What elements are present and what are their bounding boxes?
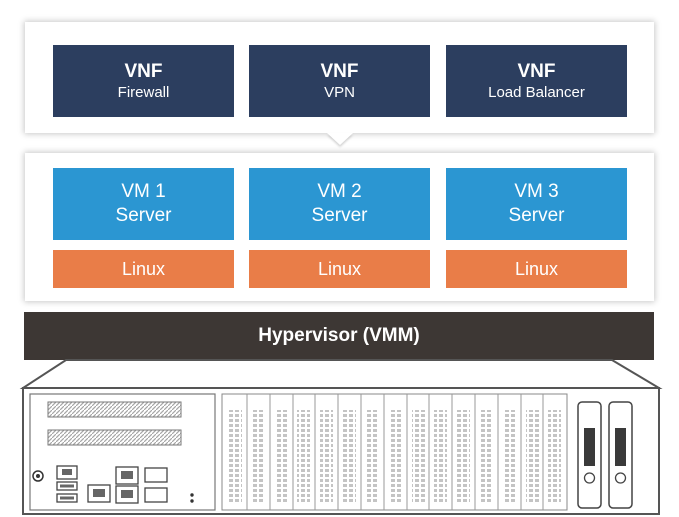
vnf-function-label: Firewall: [117, 83, 170, 101]
ethernet-port-icon: [115, 466, 139, 504]
vm-name: VM 3: [514, 181, 559, 202]
os-linux-box-1: Linux: [53, 250, 234, 288]
ethernet-port-icon: [56, 465, 78, 480]
vnf-label: VNF: [517, 60, 556, 82]
os-label: Linux: [514, 258, 559, 279]
vnf-function-label: VPN: [324, 83, 355, 101]
usb-port-icon: [56, 481, 78, 503]
vm-3-box: VM 3 Server: [446, 168, 627, 240]
drive-bay-icon: [577, 401, 602, 509]
vnf-label: VNF: [320, 60, 359, 82]
vm-name: VM 1: [121, 181, 166, 202]
vm-role: Server: [508, 205, 565, 226]
hypervisor-bar: Hypervisor (VMM): [24, 312, 654, 360]
power-button-icon: [32, 470, 44, 482]
os-label: Linux: [121, 258, 166, 279]
vnf-pointer-arrow: [327, 133, 353, 145]
hypervisor-label: Hypervisor (VMM): [258, 325, 420, 346]
vnf-vpn-box: VNF VPN: [249, 45, 430, 117]
os-linux-box-2: Linux: [249, 250, 430, 288]
usb-port-icon: [144, 467, 168, 503]
drive-bay-icon: [608, 401, 633, 509]
os-linux-box-3: Linux: [446, 250, 627, 288]
vm-name: VM 2: [317, 181, 362, 202]
vnf-function-label: Load Balancer: [488, 83, 585, 101]
vm-1-box: VM 1 Server: [53, 168, 234, 240]
vm-role: Server: [115, 205, 172, 226]
vnf-label: VNF: [124, 60, 163, 82]
vent-grid: [221, 393, 568, 511]
vm-2-box: VM 2 Server: [249, 168, 430, 240]
vm-role: Server: [311, 205, 368, 226]
vnf-load-balancer-box: VNF Load Balancer: [446, 45, 627, 117]
ethernet-port-icon: [87, 484, 111, 503]
server-chassis-icon: [19, 359, 663, 515]
vnf-firewall-box: VNF Firewall: [53, 45, 234, 117]
os-label: Linux: [317, 258, 362, 279]
